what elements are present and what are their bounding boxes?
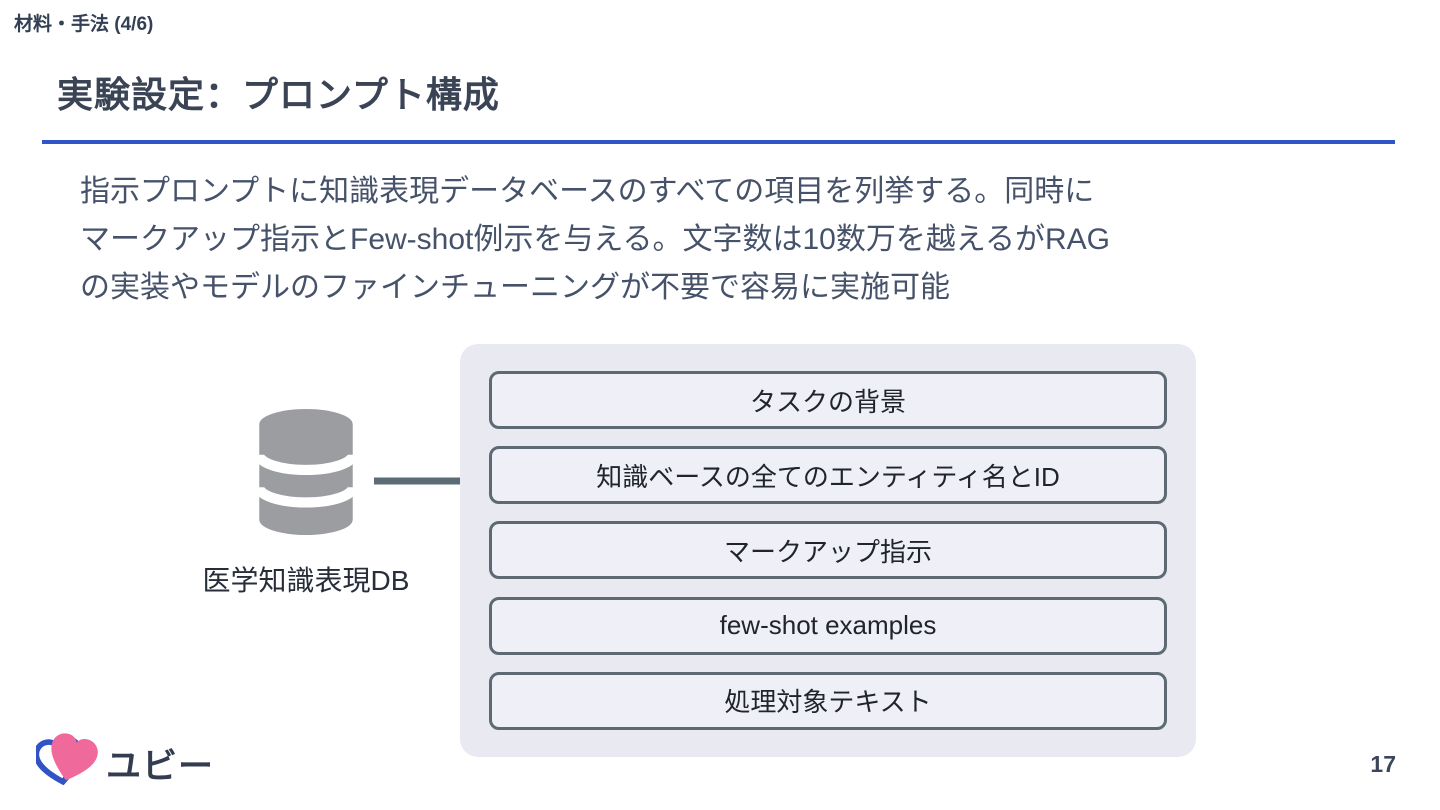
prompt-structure-panel: タスクの背景 知識ベースの全てのエンティティ名とID マークアップ指示 few-… — [460, 344, 1196, 757]
prompt-box-markup-instructions: マークアップ指示 — [489, 521, 1167, 580]
database-icon — [254, 408, 358, 541]
body-line: 指示プロンプトに知識表現データベースのすべての項目を列挙する。同時に — [80, 175, 1095, 208]
database-label: 医学知識表現DB — [202, 565, 410, 596]
body-paragraph: 指示プロンプトに知識表現データベースのすべての項目を列挙する。同時に マークアッ… — [80, 168, 1110, 312]
section-kicker: 材料・手法 (4/6) — [14, 14, 154, 35]
prompt-box-target-text: 処理対象テキスト — [489, 671, 1167, 730]
body-line: マークアップ指示とFew-shot例示を与える。文字数は10数万を越えるがRAG — [80, 223, 1110, 256]
ubie-logo: ユビー — [33, 733, 215, 794]
heart-icon — [33, 733, 98, 794]
logo-text: ユビー — [106, 747, 215, 786]
title-divider — [42, 140, 1395, 144]
body-line: の実装やモデルのファインチューニングが不要で容易に実施可能 — [80, 271, 950, 304]
database-group: 医学知識表現DB — [196, 408, 416, 599]
page-title: 実験設定：プロンプト構成 — [57, 74, 500, 115]
prompt-box-entities: 知識ベースの全てのエンティティ名とID — [489, 446, 1167, 505]
page-number: 17 — [1370, 751, 1396, 777]
prompt-box-few-shot-examples: few-shot examples — [489, 596, 1167, 655]
prompt-box-task-background: タスクの背景 — [489, 371, 1167, 430]
